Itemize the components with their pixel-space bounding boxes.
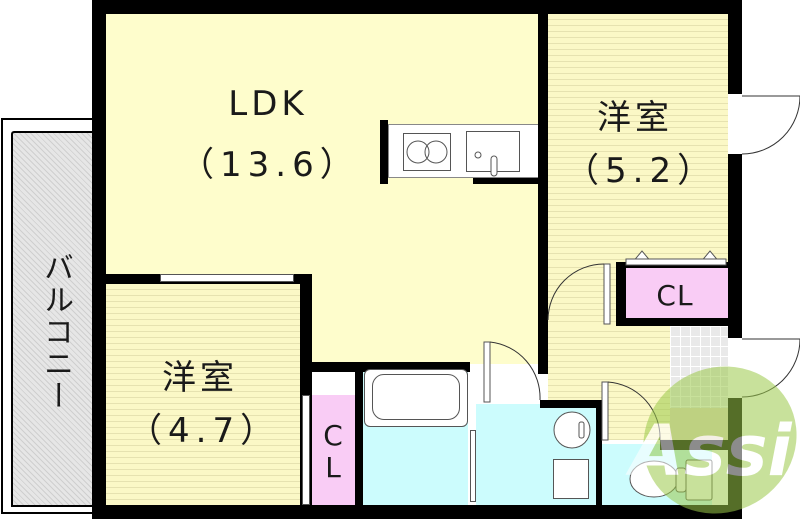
- closet-east-door-icon[interactable]: [622, 245, 730, 266]
- wall-washroom-east: [596, 400, 602, 505]
- stove-burners-icon: [406, 140, 448, 164]
- closet-south-door[interactable]: [302, 395, 310, 505]
- bathtub-basin: [372, 374, 460, 420]
- room-western-south: [106, 284, 300, 505]
- wall-south: [92, 505, 742, 519]
- western-east-name: 洋室: [597, 98, 673, 138]
- svg-text:Assist: Assist: [625, 410, 800, 492]
- wall-west: [92, 0, 106, 519]
- east-door-swing-icon[interactable]: [741, 95, 800, 156]
- wall-bath-north: [310, 362, 470, 372]
- ldk-size: （13.6）: [180, 145, 360, 185]
- kitchen-wall-stub: [380, 120, 388, 184]
- west-room-sliding-door[interactable]: [160, 274, 294, 282]
- room-ldk-lower: [310, 276, 540, 364]
- closet-south-label: CL: [323, 419, 343, 484]
- western-east-size: （5.2）: [565, 151, 718, 191]
- wall-ldk-east: [538, 14, 548, 374]
- kitchen-wall-bottom: [473, 178, 543, 184]
- bath-door[interactable]: [470, 430, 476, 502]
- wall-north: [92, 0, 742, 14]
- balcony-label: バルコニー: [38, 252, 73, 412]
- hallway-door-closet-icon[interactable]: [547, 262, 618, 332]
- washing-machine: [553, 459, 589, 499]
- closet-south: [312, 395, 355, 505]
- wall-washroom-north: [540, 400, 598, 408]
- western-south-size: （4.7）: [128, 411, 281, 451]
- wash-basin-icon: [553, 411, 591, 449]
- ldk-name: LDK: [228, 84, 308, 124]
- faucet-icon: [474, 151, 498, 177]
- western-south-name: 洋室: [162, 358, 238, 398]
- east-door-opening: [728, 93, 742, 155]
- washroom-door-icon[interactable]: [476, 340, 546, 410]
- wall-closet-bath: [355, 362, 363, 505]
- stove: [403, 133, 451, 171]
- watermark-logo: Assist: [625, 366, 800, 514]
- balcony: [11, 131, 93, 507]
- closet-east-label: CL: [656, 279, 694, 312]
- room-western-east: [548, 14, 728, 262]
- closet-east: [626, 268, 728, 318]
